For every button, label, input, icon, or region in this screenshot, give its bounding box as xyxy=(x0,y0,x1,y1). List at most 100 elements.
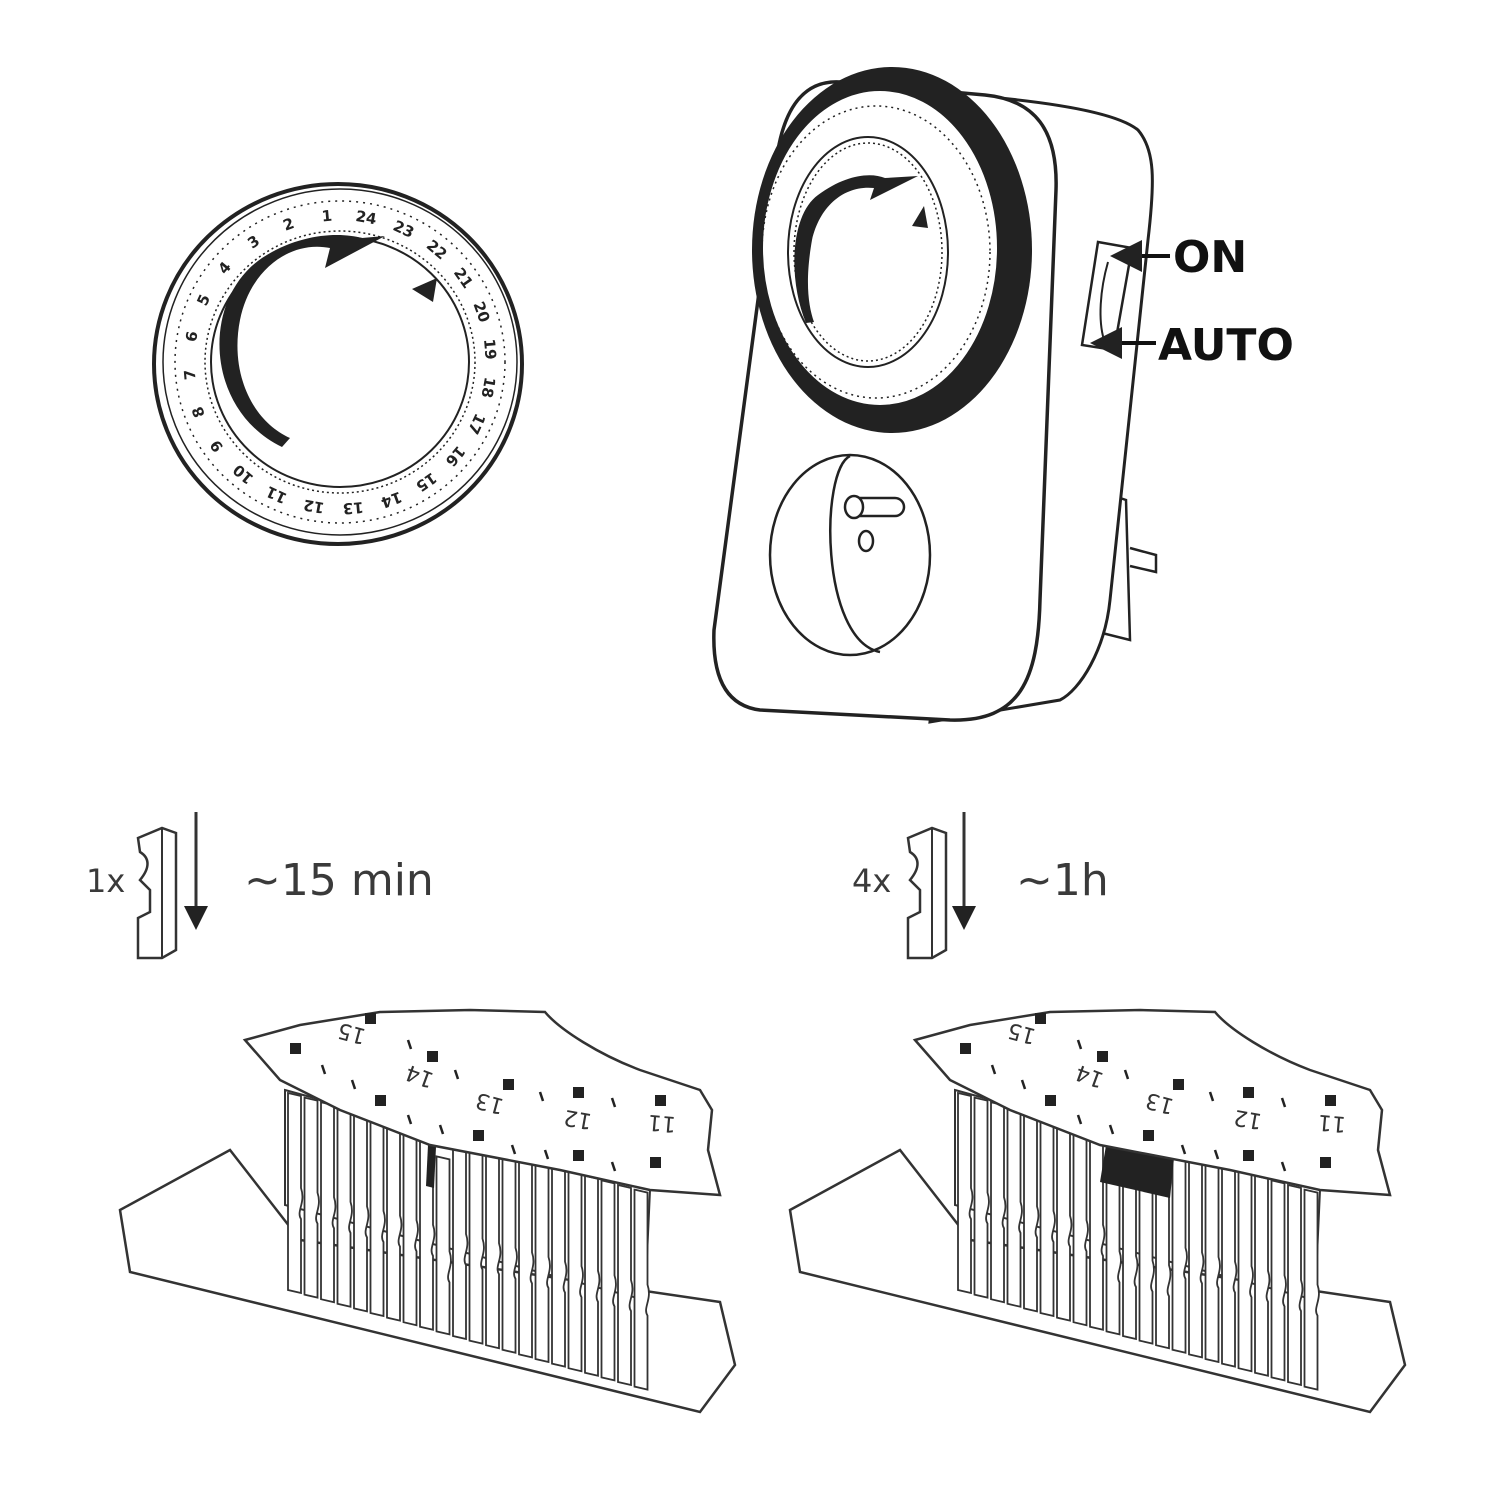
timer-pin xyxy=(1270,1179,1287,1382)
lid-hour-number: 11 xyxy=(1317,1109,1347,1136)
lid-marker xyxy=(427,1051,438,1062)
pin-segment-icon xyxy=(136,826,178,960)
timer-pin xyxy=(353,1110,370,1313)
timer-pin xyxy=(320,1101,337,1304)
timer-pin xyxy=(303,1096,320,1299)
timer-pin xyxy=(551,1165,568,1368)
dial-hour-number: 7 xyxy=(181,369,200,381)
timer-pin xyxy=(287,1091,304,1295)
lid-tick xyxy=(1280,1097,1287,1108)
timer-pin xyxy=(1122,1159,1139,1341)
timer-pin xyxy=(990,1101,1007,1304)
lid-marker xyxy=(375,1095,386,1106)
lid-tick xyxy=(1280,1161,1287,1172)
segment-duration-label: ~15 min xyxy=(244,855,434,906)
timer-pin xyxy=(1006,1105,1023,1308)
timer-pin xyxy=(1138,1164,1155,1345)
lid-tick xyxy=(543,1149,550,1160)
lid-marker xyxy=(473,1130,484,1141)
lid-marker xyxy=(1243,1150,1254,1161)
lid-marker xyxy=(573,1150,584,1161)
lid-tick xyxy=(610,1097,617,1108)
dial-hour-number: 18 xyxy=(478,376,499,400)
lid-marker xyxy=(655,1095,666,1106)
dial-hour-number: 12 xyxy=(302,496,326,517)
lid-tick xyxy=(610,1161,617,1172)
timer-pin xyxy=(1105,1155,1122,1336)
timer-pin xyxy=(452,1137,469,1341)
dial-lid xyxy=(242,1008,722,1197)
socket-rotation-arrow-icon xyxy=(794,175,918,323)
lid-marker xyxy=(573,1087,584,1098)
lid-tick xyxy=(406,1114,413,1125)
segment-count-label: 1x xyxy=(86,862,125,900)
lid-tick xyxy=(1123,1069,1130,1080)
lid-hour-number: 12 xyxy=(1232,1104,1264,1133)
lid-marker xyxy=(1045,1095,1056,1106)
timer-pin xyxy=(501,1151,518,1354)
timer-pin xyxy=(485,1147,502,1350)
segment-1x-instruction: 1x ~15 min xyxy=(86,812,434,960)
lid-tick xyxy=(1213,1149,1220,1160)
lid-tick xyxy=(1108,1124,1115,1135)
lid-tick xyxy=(406,1039,413,1050)
timer-pin xyxy=(633,1188,650,1391)
pushed-pin-gap xyxy=(426,1145,436,1188)
timer-pin xyxy=(600,1179,617,1382)
timer-pin xyxy=(435,1155,452,1336)
segment-count-label: 4x xyxy=(852,862,891,900)
lid-tick xyxy=(510,1144,517,1155)
timer-pin xyxy=(957,1091,974,1295)
dial-hour-number: 13 xyxy=(342,498,364,518)
lid-tick xyxy=(1020,1079,1027,1090)
lid-marker xyxy=(1035,1013,1046,1024)
timer-pin xyxy=(386,1119,403,1322)
lid-marker xyxy=(960,1043,971,1054)
timer-pin xyxy=(1221,1165,1238,1368)
auto-label: AUTO xyxy=(1158,320,1294,371)
timer-pin xyxy=(1171,1151,1188,1354)
timer-pin xyxy=(567,1170,584,1373)
lid-marker xyxy=(1173,1079,1184,1090)
timer-pin xyxy=(1188,1156,1205,1359)
lid-tick xyxy=(538,1091,545,1102)
dial-hour-number: 19 xyxy=(480,338,500,360)
timer-pin xyxy=(1039,1114,1056,1318)
timer-pin xyxy=(1155,1169,1172,1350)
lid-marker xyxy=(503,1079,514,1090)
pin-segment-icon xyxy=(906,826,948,960)
lid-marker xyxy=(1097,1051,1108,1062)
socket-pointer-icon xyxy=(912,206,928,228)
dial-hour-number: 1 xyxy=(321,207,333,226)
lid-tick xyxy=(990,1064,997,1075)
lid-marker xyxy=(650,1157,661,1168)
lid-marker xyxy=(290,1043,301,1054)
lid-marker xyxy=(1320,1157,1331,1168)
lid-marker xyxy=(1243,1087,1254,1098)
timer-pin xyxy=(336,1105,353,1308)
timer-pin xyxy=(1204,1160,1221,1364)
lid-marker xyxy=(1325,1095,1336,1106)
segment-duration-label: ~1h xyxy=(1016,855,1109,906)
lid-hour-number: 11 xyxy=(647,1109,677,1136)
lid-tick xyxy=(453,1069,460,1080)
timer-pin xyxy=(1072,1124,1089,1327)
lid-marker xyxy=(365,1013,376,1024)
timer-pin xyxy=(534,1160,551,1364)
lid-tick xyxy=(320,1064,327,1075)
timer-pin xyxy=(468,1142,485,1345)
lid-tick xyxy=(1208,1091,1215,1102)
lid-hour-number: 12 xyxy=(562,1104,594,1133)
dial-pointer-icon xyxy=(412,278,437,302)
timer-pin xyxy=(402,1124,419,1327)
timer-pin xyxy=(1254,1174,1271,1377)
dial-lid xyxy=(912,1008,1392,1197)
timer-pin xyxy=(1237,1170,1254,1373)
timer-pin xyxy=(973,1096,990,1299)
lid-tick xyxy=(438,1124,445,1135)
timer-pin xyxy=(1023,1110,1040,1313)
